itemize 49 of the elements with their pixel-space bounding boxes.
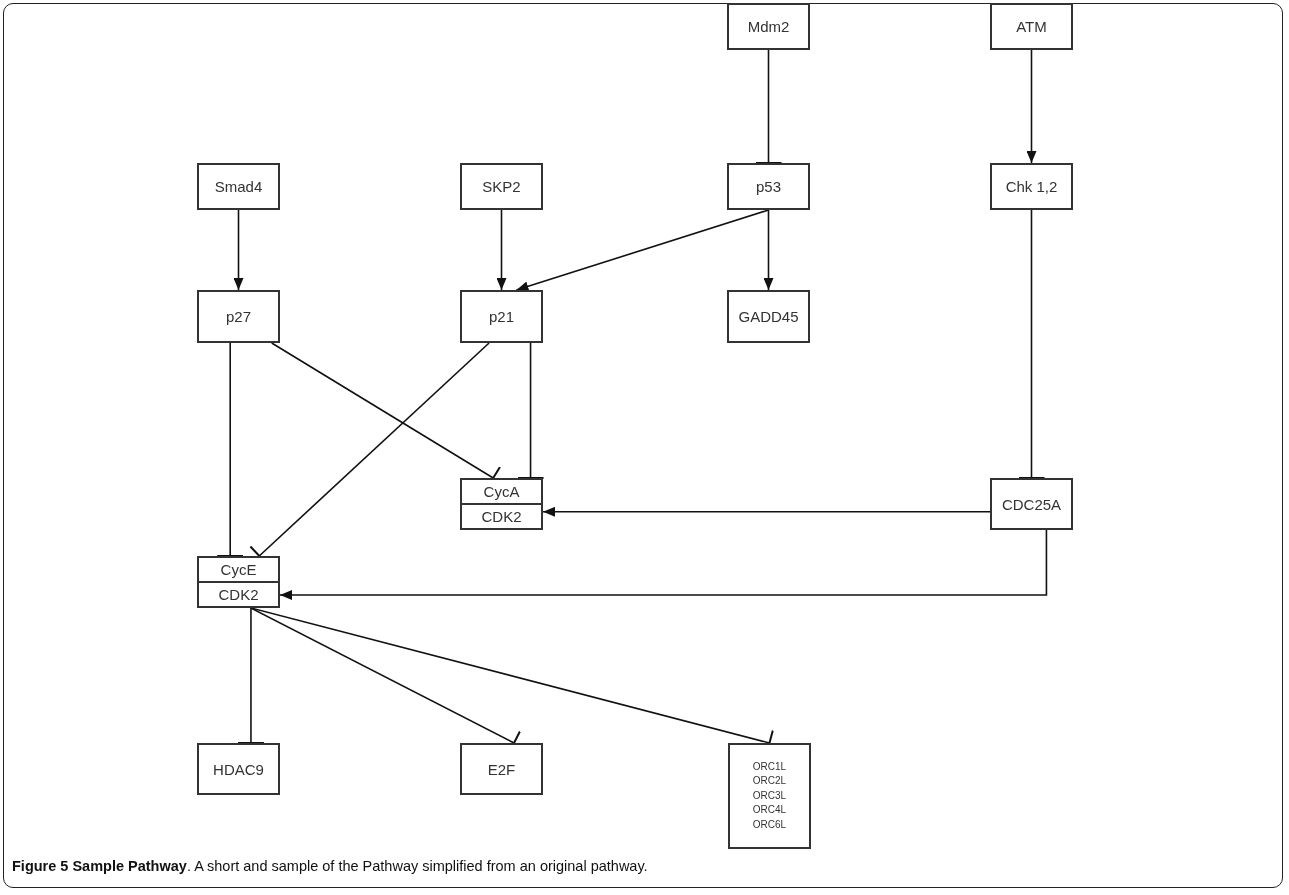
gene-label: CDK2 [199,581,278,606]
gene-label: CycA [482,482,521,502]
arrow [496,209,507,291]
gene-label: p27 [225,308,252,325]
arrow [515,209,770,292]
arrow [1026,49,1037,164]
inhibition-line [216,342,245,557]
gene-label: p53 [755,178,782,195]
gene-box [990,3,1073,50]
inhibition-line [516,342,545,479]
gene-label: ORC2L [752,774,787,789]
gene-box [727,290,810,343]
gene-box [727,163,810,210]
inhibition-line [754,49,783,164]
complex-box [197,556,280,608]
gene-label: HDAC9 [212,760,265,778]
gene-box [460,163,543,210]
gene-label: CDC25A [1000,495,1063,513]
gene-label: SKP2 [481,178,522,195]
figure-caption: Figure 5 Sample Pathway. A short and sample of the Pathway simplified from an original pathway. [12,858,648,874]
gene-label: ORC1L [752,759,787,774]
gene-label: ORC3L [752,788,787,803]
arrow [233,209,244,291]
gene-label: ORC6L [752,817,787,832]
gene-label: CycE [219,560,258,580]
inhibition-line [236,607,265,744]
gene-box [197,290,280,343]
gene-label: Mdm2 [746,18,791,35]
arrow [279,529,1048,600]
arrow [763,209,774,291]
gene-label: GADD45 [737,308,800,325]
gene-label: CDK2 [462,503,541,528]
gene-label: ORC4L [752,803,787,818]
gene-label: Smad4 [213,178,264,195]
gene-label: Chk 1,2 [1004,178,1059,195]
gene-box [728,743,811,849]
inhibition-line [1017,209,1046,479]
complex-box [460,478,543,530]
gene-box [197,163,280,210]
gene-box [727,3,810,50]
gene-box [460,743,543,795]
gene-box [197,743,280,795]
gene-label: ATM [1015,18,1048,35]
gene-box [990,478,1073,530]
gene-label: E2F [486,760,517,778]
gene-box [460,290,543,343]
arrow [542,506,991,517]
gene-box [990,163,1073,210]
gene-label: p21 [488,308,515,325]
